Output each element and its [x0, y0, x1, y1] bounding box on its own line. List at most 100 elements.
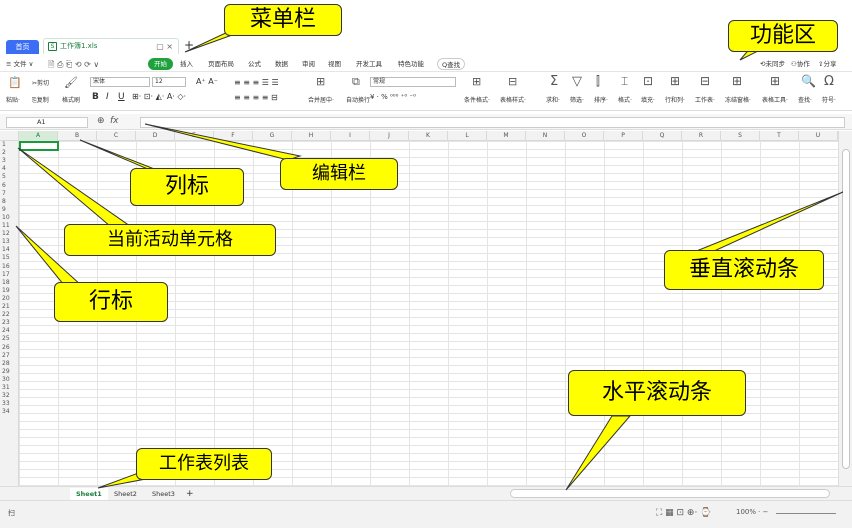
zoom-formula-icon[interactable]: ⊕	[97, 116, 105, 126]
row-header[interactable]: 19	[2, 286, 10, 294]
find-icon[interactable]: 🔍	[801, 74, 816, 88]
vertical-align-icons[interactable]: ≡ ≡ ≡ ☰ ☰	[234, 78, 279, 87]
conditional-format-icon[interactable]: ⊞	[472, 75, 482, 88]
table-style-button[interactable]: 表格样式·	[500, 97, 526, 104]
new-tab-button[interactable]: +	[184, 38, 195, 52]
sum-icon[interactable]: Σ	[550, 74, 559, 89]
merge-center-button[interactable]: 合并居中·	[308, 97, 334, 104]
column-header[interactable]: F	[214, 131, 253, 141]
copy-button[interactable]: ⎘复制	[32, 97, 49, 104]
column-header[interactable]: O	[565, 131, 604, 141]
row-header[interactable]: 32	[2, 392, 10, 400]
search-button[interactable]: Q查找	[437, 58, 466, 70]
row-header[interactable]: 16	[2, 262, 10, 270]
underline-button[interactable]: U	[118, 92, 125, 102]
wrap-text-button[interactable]: 自动换行	[346, 97, 371, 104]
column-header[interactable]: S	[721, 131, 760, 141]
menu-tab-review[interactable]: 审阅	[302, 60, 315, 68]
row-header[interactable]: 9	[2, 205, 6, 213]
column-header[interactable]: Q	[643, 131, 682, 141]
filter-button[interactable]: 筛选·	[570, 97, 584, 104]
formula-input[interactable]	[140, 117, 845, 128]
menu-tab-view[interactable]: 视图	[328, 60, 341, 68]
row-header[interactable]: 5	[2, 173, 6, 181]
paste-button[interactable]: 粘贴·	[6, 97, 20, 104]
symbol-icon[interactable]: Ω	[824, 74, 834, 89]
number-format-buttons[interactable]: ¥ · % ⁰⁰⁰ ⁺⁰ ⁻⁰	[370, 93, 416, 101]
zoom-slider[interactable]	[776, 513, 836, 514]
row-header[interactable]: 20	[2, 294, 10, 302]
row-header[interactable]: 3	[2, 157, 6, 165]
column-header[interactable]: A	[19, 131, 58, 141]
row-header[interactable]: 27	[2, 351, 10, 359]
menu-tab-start[interactable]: 开始	[148, 58, 173, 70]
table-style-icon[interactable]: ⊟	[508, 75, 518, 88]
column-header[interactable]: M	[487, 131, 526, 141]
column-header[interactable]: L	[448, 131, 487, 141]
filter-icon[interactable]: ▽	[572, 74, 582, 89]
rows-columns-button[interactable]: 行和列·	[665, 97, 685, 104]
column-header[interactable]: U	[799, 131, 838, 141]
sort-icon[interactable]: ⫿	[596, 74, 600, 88]
zoom-out-button[interactable]: · −	[758, 508, 769, 516]
menu-tab-formulas[interactable]: 公式	[248, 60, 261, 68]
font-size-select[interactable]: 12	[152, 77, 186, 87]
format-painter-button[interactable]: 格式刷	[62, 97, 81, 104]
row-header[interactable]: 6	[2, 181, 6, 189]
number-format-select[interactable]: 常规	[370, 77, 456, 87]
freeze-panes-button[interactable]: 冻结窗格·	[725, 97, 751, 104]
tab-close-icon[interactable]: ▢ ×	[156, 42, 173, 51]
vertical-scrollbar[interactable]	[838, 131, 852, 486]
menu-tab-features[interactable]: 特色功能	[398, 60, 424, 68]
worksheet-button[interactable]: 工作表·	[695, 97, 715, 104]
row-header[interactable]: 28	[2, 359, 10, 367]
zoom-level[interactable]: 100%	[736, 508, 757, 516]
row-header[interactable]: 17	[2, 270, 10, 278]
vertical-scroll-thumb[interactable]	[842, 149, 850, 469]
quick-access-icons[interactable]: 🗎 ⎙ ⎗ ⟲ ⟳ ∨	[48, 60, 100, 69]
find-button[interactable]: 查找·	[798, 97, 812, 104]
sheet-tab-1[interactable]: Sheet1	[70, 488, 108, 500]
row-header[interactable]: 26	[2, 343, 10, 351]
name-box[interactable]: A1	[6, 117, 88, 128]
sort-button[interactable]: 排序·	[594, 97, 608, 104]
share-button[interactable]: ⇪分享	[818, 60, 837, 68]
select-all-corner[interactable]	[0, 131, 19, 141]
column-header[interactable]: D	[136, 131, 175, 141]
cut-button[interactable]: ✂剪切	[32, 80, 50, 87]
row-header[interactable]: 31	[2, 384, 10, 391]
row-header[interactable]: 1	[2, 141, 6, 148]
row-header[interactable]: 24	[2, 327, 10, 335]
column-header[interactable]: P	[604, 131, 643, 141]
column-header[interactable]: B	[58, 131, 97, 141]
row-header[interactable]: 25	[2, 335, 10, 343]
rows-columns-icon[interactable]: ⊞	[670, 74, 681, 88]
active-cell[interactable]	[19, 141, 59, 151]
symbol-button[interactable]: 符号·	[822, 97, 836, 104]
column-header[interactable]: K	[409, 131, 448, 141]
fill-button[interactable]: 填充·	[641, 97, 655, 104]
row-header[interactable]: 8	[2, 197, 6, 205]
row-header[interactable]: 33	[2, 400, 10, 408]
column-header[interactable]: T	[760, 131, 799, 141]
wrap-text-icon[interactable]: ⧉	[352, 75, 360, 88]
fx-icon[interactable]: fx	[110, 116, 119, 126]
row-header[interactable]: 13	[2, 238, 10, 246]
row-header[interactable]: 4	[2, 165, 6, 173]
add-sheet-button[interactable]: +	[186, 489, 194, 499]
sheet-tab-2[interactable]: Sheet2	[114, 490, 137, 498]
row-header[interactable]: 30	[2, 375, 10, 383]
column-header[interactable]: J	[370, 131, 409, 141]
menu-tab-page-layout[interactable]: 页面布局	[208, 60, 234, 68]
horizontal-align-icons[interactable]: ≡ ≡ ≡ ≡ ⊟	[234, 93, 278, 102]
row-header[interactable]: 22	[2, 311, 10, 319]
row-header[interactable]: 11	[2, 222, 10, 229]
font-grow-icon[interactable]: A⁺ A⁻	[196, 77, 218, 86]
row-header[interactable]: 12	[2, 230, 10, 238]
row-header[interactable]: 18	[2, 278, 10, 286]
collaborate-button[interactable]: ⚇协作	[791, 60, 810, 68]
worksheet-icon[interactable]: ⊟	[700, 74, 711, 88]
format-icon[interactable]: ⌶	[621, 74, 629, 88]
merge-icon[interactable]: ⊞	[316, 75, 326, 88]
